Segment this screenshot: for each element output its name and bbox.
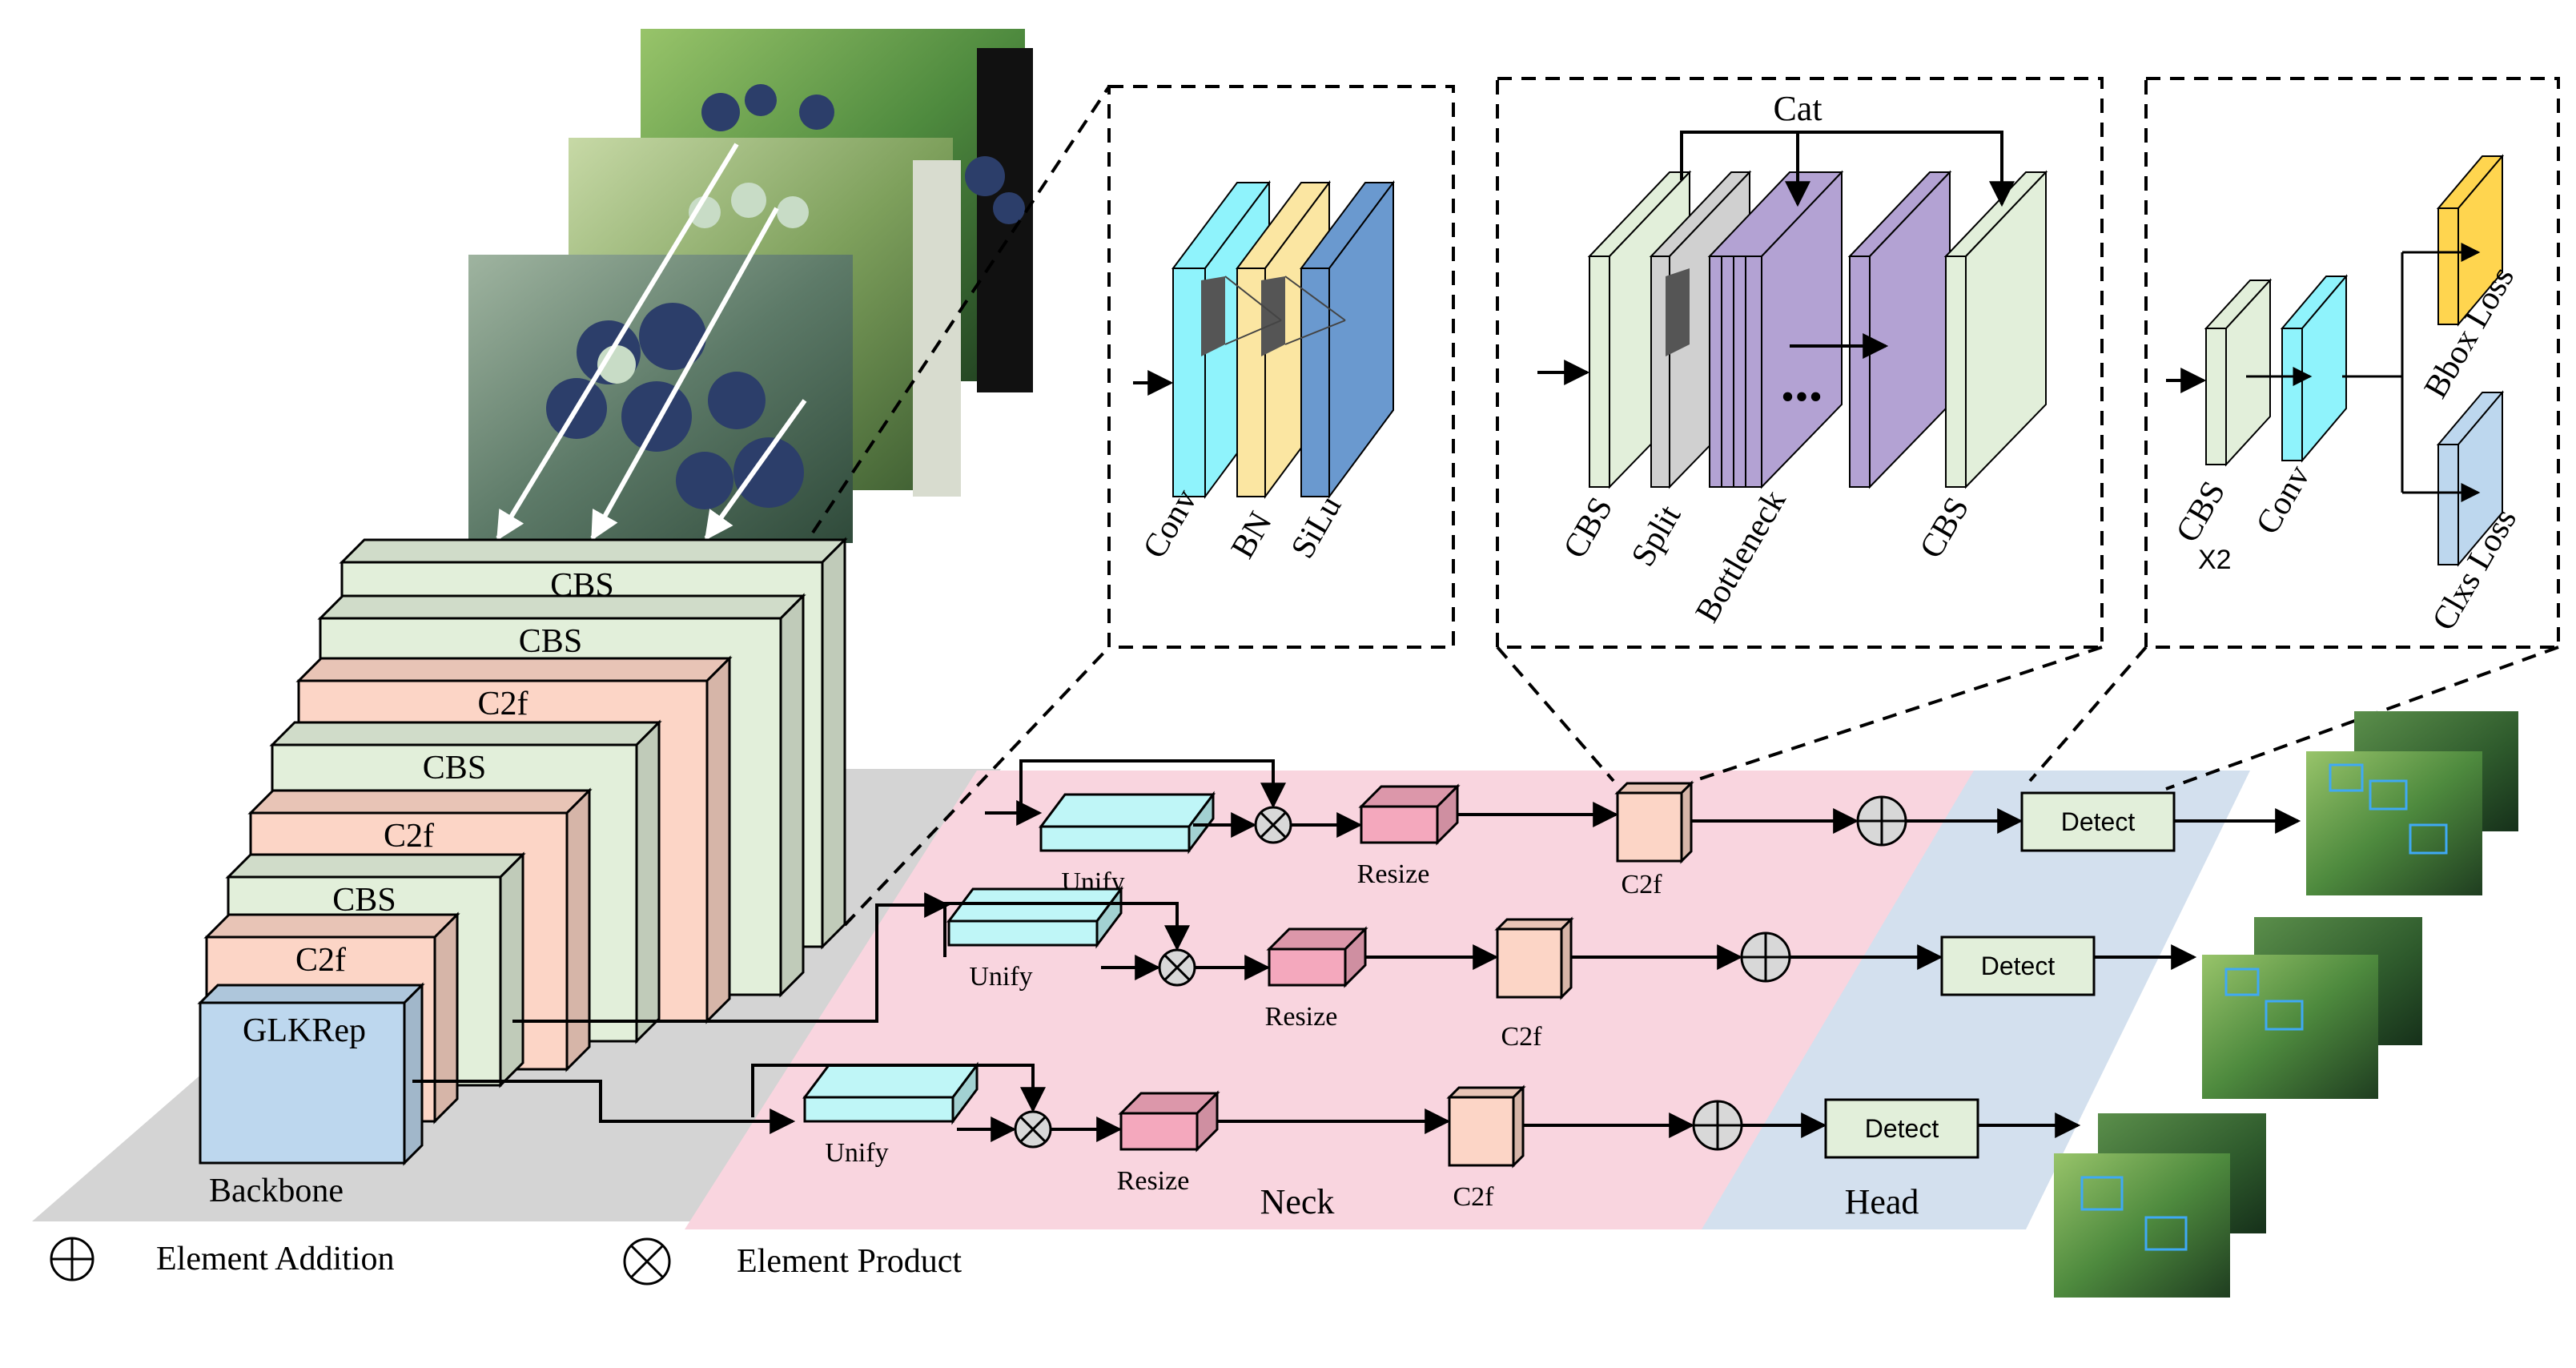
bottleneck-label: Bottleneck bbox=[1689, 484, 1794, 629]
addition-node-0 bbox=[1856, 795, 1907, 847]
neck-c2f-block-2 bbox=[1446, 1084, 1526, 1169]
legend-addition-label: Element Addition bbox=[156, 1241, 394, 1277]
resize-label-2: Resize bbox=[1117, 1166, 1190, 1196]
legend: Element Addition Element Product bbox=[50, 1237, 962, 1286]
product-node-1 bbox=[1158, 948, 1196, 987]
silu-label: SiLu bbox=[1284, 489, 1349, 565]
backbone-neck-links bbox=[412, 759, 1286, 1134]
detect-block-0: Detect bbox=[2020, 791, 2176, 852]
output-photo-large bbox=[2306, 751, 2482, 895]
product-icon bbox=[623, 1237, 671, 1286]
x2-label: X2 bbox=[2198, 545, 2232, 575]
unify-label-1: Unify bbox=[969, 962, 1032, 992]
neck-plane bbox=[685, 771, 1978, 1229]
product-node-0 bbox=[1254, 806, 1292, 844]
glkrep-label: GLKRep bbox=[243, 1012, 366, 1049]
unify-label-2: Unify bbox=[825, 1138, 888, 1168]
input-images bbox=[468, 29, 1033, 543]
backbone-layer-label-1: CBS bbox=[519, 623, 582, 660]
backbone-layer-label-5: CBS bbox=[332, 882, 396, 919]
resize-block-1 bbox=[1266, 926, 1368, 988]
output-images bbox=[2054, 711, 2518, 1298]
unify-block-2 bbox=[802, 1061, 979, 1125]
backbone-layer-label-3: CBS bbox=[423, 750, 486, 787]
zoom-lines bbox=[811, 85, 2559, 927]
backbone-label: Backbone bbox=[209, 1173, 344, 1209]
detect-cbs-label: CBS bbox=[2169, 475, 2233, 549]
detect-conv-label: Conv bbox=[2249, 459, 2317, 541]
detect-detail-box: CBS X2 Conv Bbox Loss Clxs Loss bbox=[2144, 77, 2560, 649]
neck-c2f-block-0 bbox=[1614, 780, 1694, 864]
detect-label-1: Detect bbox=[1981, 952, 2056, 980]
detect-block-1: Detect bbox=[1940, 935, 2096, 996]
c2f-detail-box: Cat ... CBS Split Bottleneck CBS bbox=[1496, 77, 2104, 649]
cat-label: Cat bbox=[1773, 89, 1822, 128]
addition-icon bbox=[50, 1237, 94, 1281]
glkrep-block bbox=[197, 982, 425, 1166]
neck-c2f-label-1: C2f bbox=[1501, 1022, 1543, 1052]
backbone-layer-label-4: C2f bbox=[384, 818, 434, 855]
ellipsis-label: ... bbox=[1781, 352, 1823, 413]
resize-label-0: Resize bbox=[1357, 859, 1430, 889]
c2f-cbs-label-2: CBS bbox=[1913, 491, 1977, 565]
neck-c2f-label-2: C2f bbox=[1453, 1182, 1495, 1212]
unify-block-0 bbox=[1039, 791, 1216, 855]
c2f-cbs-label-1: CBS bbox=[1557, 491, 1621, 565]
output-photo-small bbox=[2054, 1153, 2230, 1298]
addition-node-2 bbox=[1692, 1100, 1743, 1151]
split-label: Split bbox=[1625, 499, 1689, 573]
addition-node-1 bbox=[1740, 931, 1791, 983]
neck-c2f-block-1 bbox=[1494, 916, 1574, 1000]
cbs-detail-box: Conv BN SiLu bbox=[1107, 85, 1455, 649]
output-photo-medium bbox=[2202, 955, 2378, 1099]
neck-label: Neck bbox=[1260, 1182, 1335, 1221]
neck-c2f-label-0: C2f bbox=[1622, 870, 1663, 899]
detect-label-0: Detect bbox=[2061, 807, 2136, 836]
resize-label-1: Resize bbox=[1265, 1002, 1338, 1032]
product-node-2 bbox=[1014, 1110, 1052, 1149]
resize-block-2 bbox=[1118, 1090, 1220, 1153]
backbone-layer-label-6: C2f bbox=[295, 942, 346, 979]
detect-block-2: Detect bbox=[1824, 1098, 1979, 1159]
unify-block-1 bbox=[946, 885, 1123, 949]
legend-product-label: Element Product bbox=[737, 1243, 962, 1280]
detect-label-2: Detect bbox=[1865, 1114, 1939, 1143]
bn-label: BN bbox=[1224, 505, 1280, 565]
resize-block-0 bbox=[1358, 783, 1461, 846]
backbone-layer-label-2: C2f bbox=[478, 686, 528, 722]
head-label: Head bbox=[1845, 1182, 1919, 1221]
